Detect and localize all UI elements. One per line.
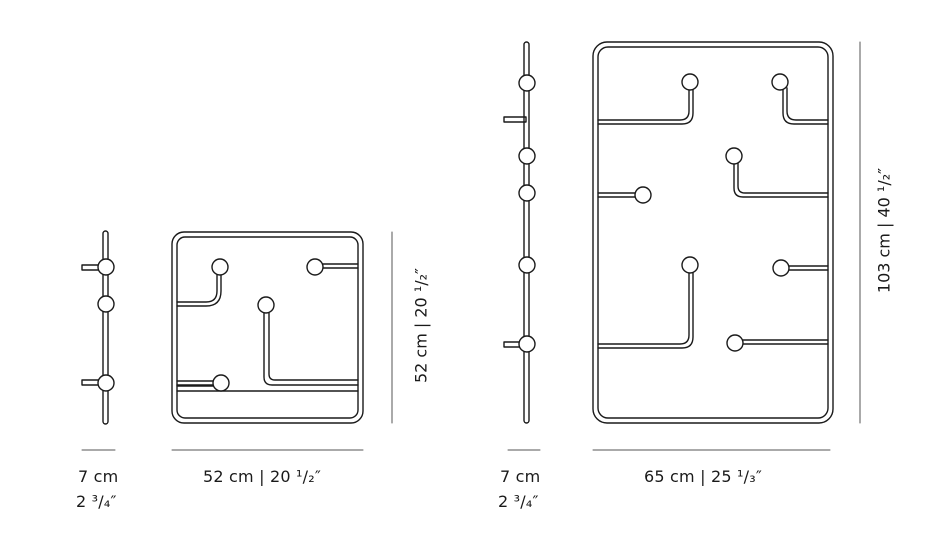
large-depth-in-label: 2 ³/₄″: [498, 492, 539, 511]
small-height-label: 52 cm | 20 ¹/₂″: [411, 267, 431, 384]
large-rack-front-view: [592, 41, 834, 424]
small-width-label: 52 cm | 20 ¹/₂″: [203, 467, 322, 486]
small-depth-in-label: 2 ³/₄″: [76, 492, 117, 511]
large-width-label: 65 cm | 25 ¹/₃″: [644, 467, 763, 486]
small-rack-front-view: [171, 231, 364, 424]
small-depth-cm-label: 7 cm: [78, 467, 119, 486]
large-rack-side-view: [503, 41, 536, 424]
large-depth-cm-label: 7 cm: [500, 467, 541, 486]
large-height-label: 103 cm | 40 ¹/₂″: [874, 167, 894, 294]
dimension-lines: [81, 41, 861, 451]
small-rack-side-view: [81, 230, 115, 425]
